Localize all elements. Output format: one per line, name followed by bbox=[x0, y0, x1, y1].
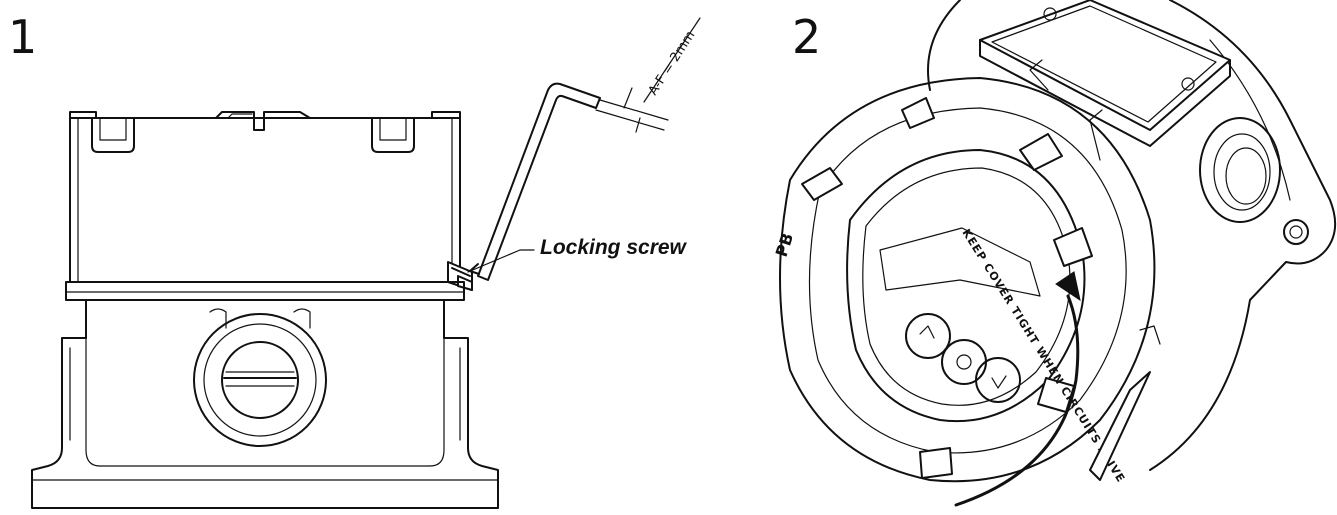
step-2-panel: 2 bbox=[730, 0, 1337, 515]
step-1-panel: 1 bbox=[8, 10, 701, 509]
top-lid-plate bbox=[979, 0, 1231, 161]
housing-base bbox=[31, 299, 499, 509]
housing-cover bbox=[69, 111, 473, 291]
housing-side-view-drawing: A-F = 2mm bbox=[31, 17, 701, 509]
hex-key-size-label: A-F = 2mm bbox=[646, 28, 699, 98]
step-1-number: 1 bbox=[8, 10, 38, 64]
curved-arrow-icon bbox=[954, 271, 1081, 507]
locking-screw-leader bbox=[467, 249, 535, 273]
side-lever bbox=[1089, 325, 1161, 481]
hex-key-icon bbox=[477, 82, 601, 281]
housing-seam bbox=[65, 281, 465, 301]
locking-screw-label: Locking screw bbox=[540, 236, 686, 259]
hex-key-dimension: A-F = 2mm bbox=[595, 17, 701, 133]
step-2-number: 2 bbox=[792, 10, 822, 64]
housing-perspective-drawing: PB KEEP COVER TIGHT WHEN CIRCUITS ALIVE bbox=[772, 0, 1337, 507]
cover-mark: PB bbox=[772, 231, 797, 260]
front-cover: PB KEEP COVER TIGHT WHEN CIRCUITS ALIVE bbox=[772, 77, 1156, 485]
housing-body bbox=[927, 0, 1337, 471]
